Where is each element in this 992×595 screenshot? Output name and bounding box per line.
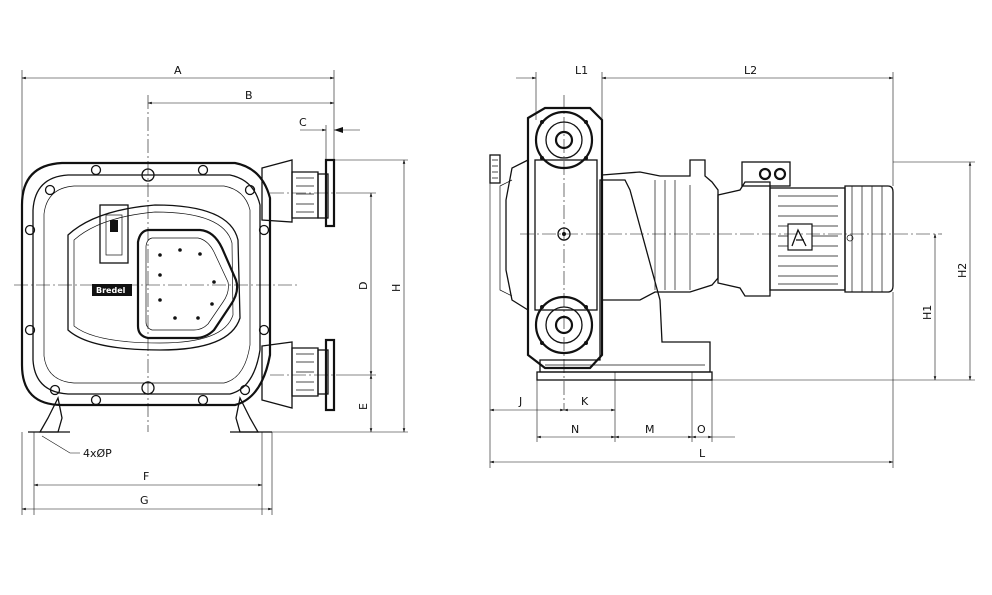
upper-port — [261, 158, 336, 228]
hole-leader — [41, 435, 80, 454]
pump-head-side — [526, 106, 604, 370]
cover-latch-grip — [110, 220, 118, 232]
label-b: B — [245, 89, 253, 102]
label-l: L — [699, 447, 706, 460]
inspection-window — [136, 228, 239, 340]
label-d: D — [357, 282, 370, 290]
cover-handle — [489, 154, 501, 184]
inspection-window-inner — [145, 237, 229, 331]
label-n: N — [571, 423, 579, 436]
side-view: L1 L2 H1 H2 J K N M O L — [489, 64, 975, 468]
label-o: O — [697, 423, 706, 436]
motor — [717, 161, 894, 297]
pump-cover — [67, 204, 241, 351]
support-feet — [28, 396, 272, 433]
cover-profile — [505, 159, 529, 311]
label-l2: L2 — [744, 64, 757, 77]
label-j: J — [518, 395, 522, 408]
label-h: H — [390, 284, 403, 292]
pump-housing-outline — [20, 161, 272, 407]
label-c: C — [299, 116, 307, 129]
label-a: A — [174, 64, 182, 77]
label-h1: H1 — [921, 305, 934, 320]
base-plate — [536, 371, 713, 381]
label-p: 4xØP — [83, 447, 112, 460]
label-k: K — [581, 395, 589, 408]
label-l1: L1 — [575, 64, 588, 77]
front-view: Bredel — [14, 64, 408, 515]
cover-latch — [99, 204, 129, 264]
brand-badge — [92, 284, 132, 296]
pump-head-body — [534, 159, 598, 311]
brand-logo: Bredel — [96, 286, 126, 295]
lower-port — [261, 338, 336, 412]
label-f: F — [143, 470, 149, 483]
pump-pedestal — [539, 179, 711, 373]
window-dots — [158, 248, 216, 320]
pump-housing-recess — [43, 185, 251, 384]
label-h2: H2 — [956, 263, 969, 278]
label-g: G — [140, 494, 149, 507]
gearbox — [601, 159, 719, 301]
label-e: E — [357, 403, 370, 410]
pump-housing-inner-outline — [32, 174, 261, 395]
label-m: M — [645, 423, 655, 436]
cover-latch-inner — [105, 214, 123, 256]
